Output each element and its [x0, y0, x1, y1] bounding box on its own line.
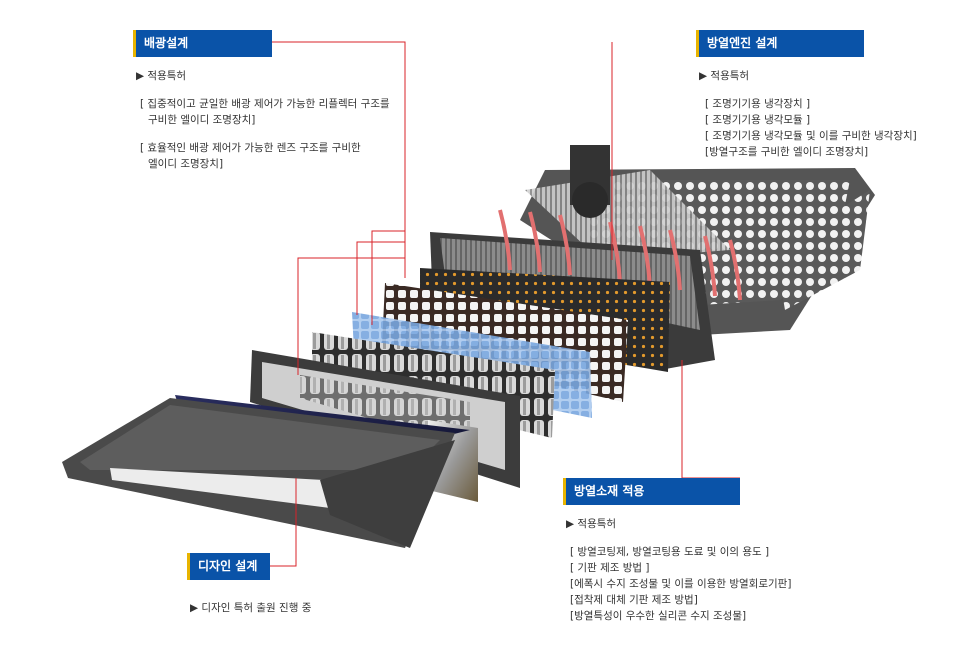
patent-item: 엘이디 조명장치]: [148, 158, 224, 170]
heat-engine-accent: [696, 30, 699, 57]
patent-item: [ 조명기기용 냉각모듈 ]: [705, 114, 811, 126]
heat-material-label: 방열소재 적용: [566, 478, 740, 505]
light-distribution-title: 배광설계: [144, 36, 189, 50]
patent-item: [140, 128, 390, 140]
heat-material-title: 방열소재 적용: [574, 484, 645, 498]
light-distribution-accent: [133, 30, 136, 57]
light-distribution-heading: ▶ 적용특허: [136, 70, 187, 82]
patent-item: 구비한 엘이디 조명장치]: [148, 114, 256, 126]
light-distribution-patent-list: [ 집중적이고 균일한 배광 제어가 가능한 리플렉터 구조를 구비한 엘이디 …: [140, 96, 390, 172]
heat-engine-patent-list: [ 조명기기용 냉각장치 ] [ 조명기기용 냉각모듈 ] [ 조명기기용 냉각…: [705, 96, 917, 160]
design-accent: [187, 553, 190, 580]
patent-item: [ 기판 제조 방법 ]: [570, 562, 650, 574]
patent-item: [방열구조를 구비한 엘이디 조명장치]: [705, 146, 869, 158]
patent-item: [에폭시 수지 조성물 및 이를 이용한 방열회로기판]: [570, 578, 792, 590]
patent-item: [ 조명기기용 냉각장치 ]: [705, 98, 811, 110]
patent-item: [ 집중적이고 균일한 배광 제어가 가능한 리플렉터 구조를: [140, 98, 390, 110]
heat-material-accent: [563, 478, 566, 505]
patent-item: [ 조명기기용 냉각모듈 및 이를 구비한 냉각장치]: [705, 130, 917, 142]
heat-material-patent-list: [ 방열코팅제, 방열코팅용 도료 및 이의 용도 ] [ 기판 제조 방법 ]…: [570, 544, 791, 624]
patent-item: [ 방열코팅제, 방열코팅용 도료 및 이의 용도 ]: [570, 546, 770, 558]
heat-engine-label: 방열엔진 설계: [699, 30, 864, 57]
patent-item: [방열특성이 우수한 실리콘 수지 조성물]: [570, 610, 747, 622]
design-title: 디자인 설계: [198, 559, 258, 573]
heat-material-heading: ▶ 적용특허: [566, 518, 617, 530]
design-label: 디자인 설계: [190, 553, 270, 580]
patent-item: [접착제 대체 기판 제조 방법]: [570, 594, 698, 606]
patent-item: [ 효율적인 배광 제어가 가능한 렌즈 구조를 구비한: [140, 142, 361, 154]
housing-shell: [62, 398, 455, 548]
design-note: ▶ 디자인 특허 출원 진행 중: [190, 602, 312, 614]
heat-engine-title: 방열엔진 설계: [707, 36, 778, 50]
light-distribution-label: 배광설계: [136, 30, 272, 57]
leader-lines: [270, 41, 740, 567]
heat-engine-heading: ▶ 적용특허: [699, 70, 750, 82]
